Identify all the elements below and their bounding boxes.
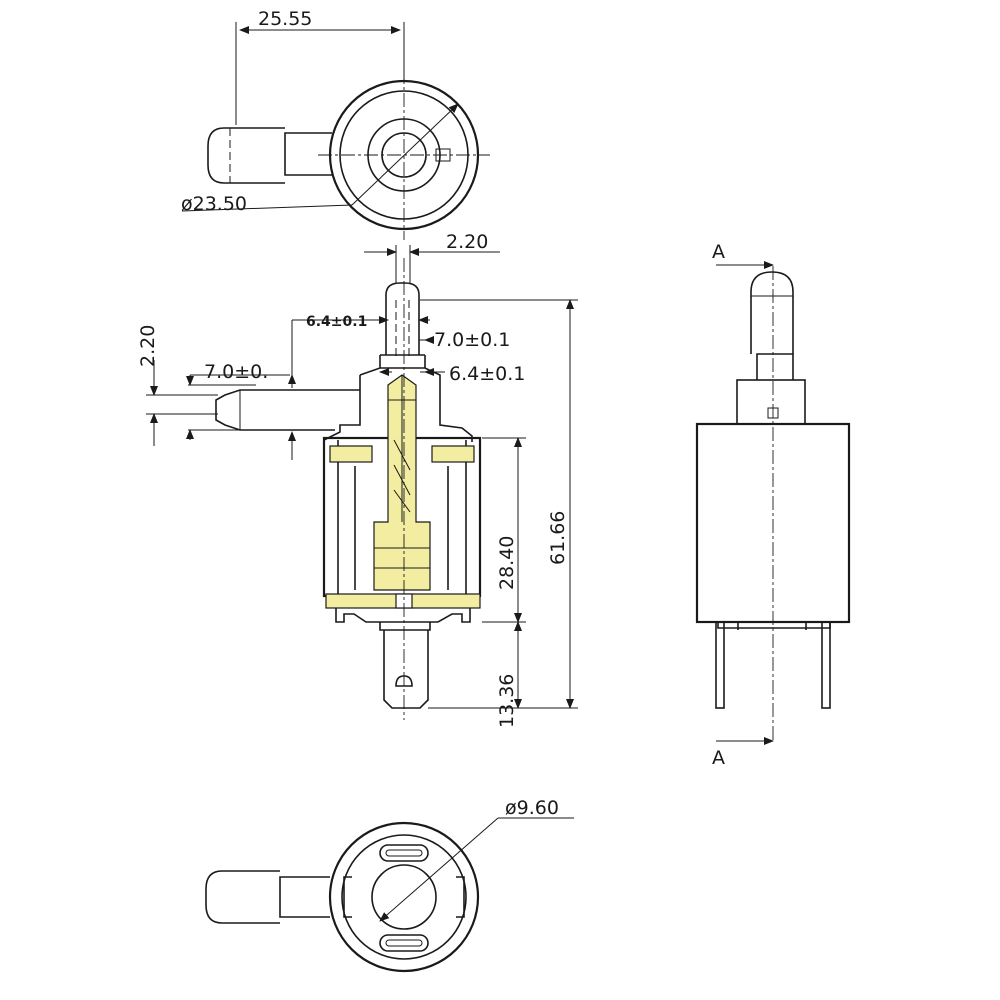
side-shoulder — [736, 379, 806, 425]
terminal — [383, 630, 429, 709]
bottom-clip-left — [343, 876, 352, 918]
inlet-od-dimension: 6.4±0.1 — [449, 363, 525, 385]
nozzle-width-dimension: 2.20 — [446, 231, 488, 253]
top-diameter-dimension: ø23.50 — [181, 193, 247, 215]
bottom-terminal-slot-bottom — [379, 934, 429, 952]
top-view: 25.55 ø23.50 — [181, 8, 490, 240]
inlet-tube — [215, 389, 360, 431]
outlet-nozzle — [385, 282, 420, 355]
side-pin-left — [715, 621, 725, 709]
terminal-height-dimension: 13.36 — [496, 674, 518, 728]
bottom-clip-right — [456, 876, 465, 918]
top-inlet-nipple — [207, 127, 285, 184]
outlet-od-label: 6.4±0.1 — [306, 314, 367, 330]
bottom-terminal-slot-top — [379, 844, 429, 862]
bottom-body-inner — [341, 834, 467, 960]
section-mark-top: A — [712, 241, 725, 263]
side-pin-right — [821, 621, 831, 709]
side-nipple — [750, 271, 794, 354]
bottom-inlet-tube — [279, 876, 330, 918]
coil-plate-top-left — [329, 445, 373, 463]
side-view: A A — [695, 241, 851, 769]
inlet-length-dimension: 7.0±0. — [204, 361, 268, 383]
bottom-inlet-nipple — [205, 870, 280, 924]
top-width-dimension: 25.55 — [258, 8, 312, 30]
section-mark-bottom: A — [712, 747, 725, 769]
bore-diameter-dimension: ø9.60 — [505, 797, 559, 819]
bottom-bore — [371, 864, 437, 930]
overall-height-dimension: 61.66 — [547, 511, 569, 565]
inlet-width-dimension: 2.20 — [137, 325, 159, 367]
top-inlet-tube — [284, 132, 332, 176]
side-neck — [756, 353, 794, 380]
section-view: 2.20 6.4±0.1 7.0±0.1 6.4±0.1 2.20 7.0±0. — [137, 231, 578, 728]
outlet-length-dimension: 7.0±0.1 — [434, 329, 510, 351]
bottom-view: ø9.60 — [205, 797, 574, 973]
base — [335, 608, 471, 623]
bottom-body-outer — [328, 821, 480, 973]
coil-plate-top-right — [431, 445, 475, 463]
coil-height-dimension: 28.40 — [496, 536, 518, 590]
